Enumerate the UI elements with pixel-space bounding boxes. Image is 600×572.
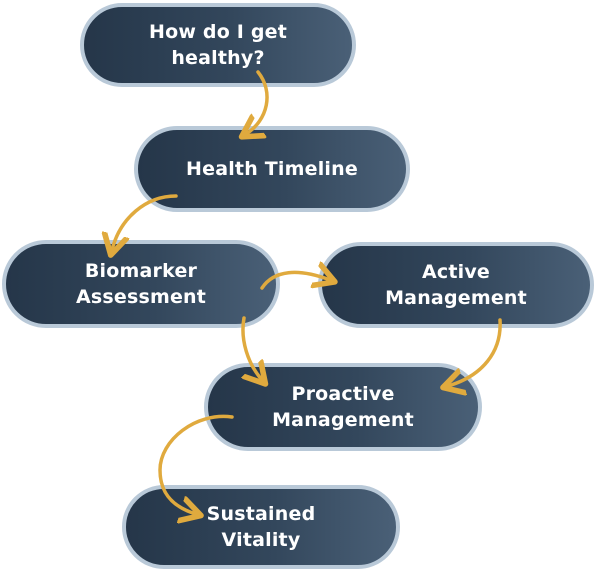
node-label: Biomarker Assessment (75, 260, 207, 308)
node-label: Proactive Management (272, 383, 414, 431)
node-label: Health Timeline (186, 158, 358, 180)
node-how-do-i-get-healthy: How do I get healthy? (80, 3, 356, 87)
node-active-management: Active Management (318, 242, 594, 328)
node-label: Active Management (385, 261, 527, 309)
node-health-timeline: Health Timeline (134, 126, 410, 212)
node-biomarker-assessment: Biomarker Assessment (2, 240, 280, 328)
node-label: How do I get healthy? (148, 21, 288, 69)
node-sustained-vitality: Sustained Vitality (122, 485, 400, 569)
node-label: Sustained Vitality (206, 503, 316, 551)
node-proactive-management: Proactive Management (204, 363, 482, 451)
